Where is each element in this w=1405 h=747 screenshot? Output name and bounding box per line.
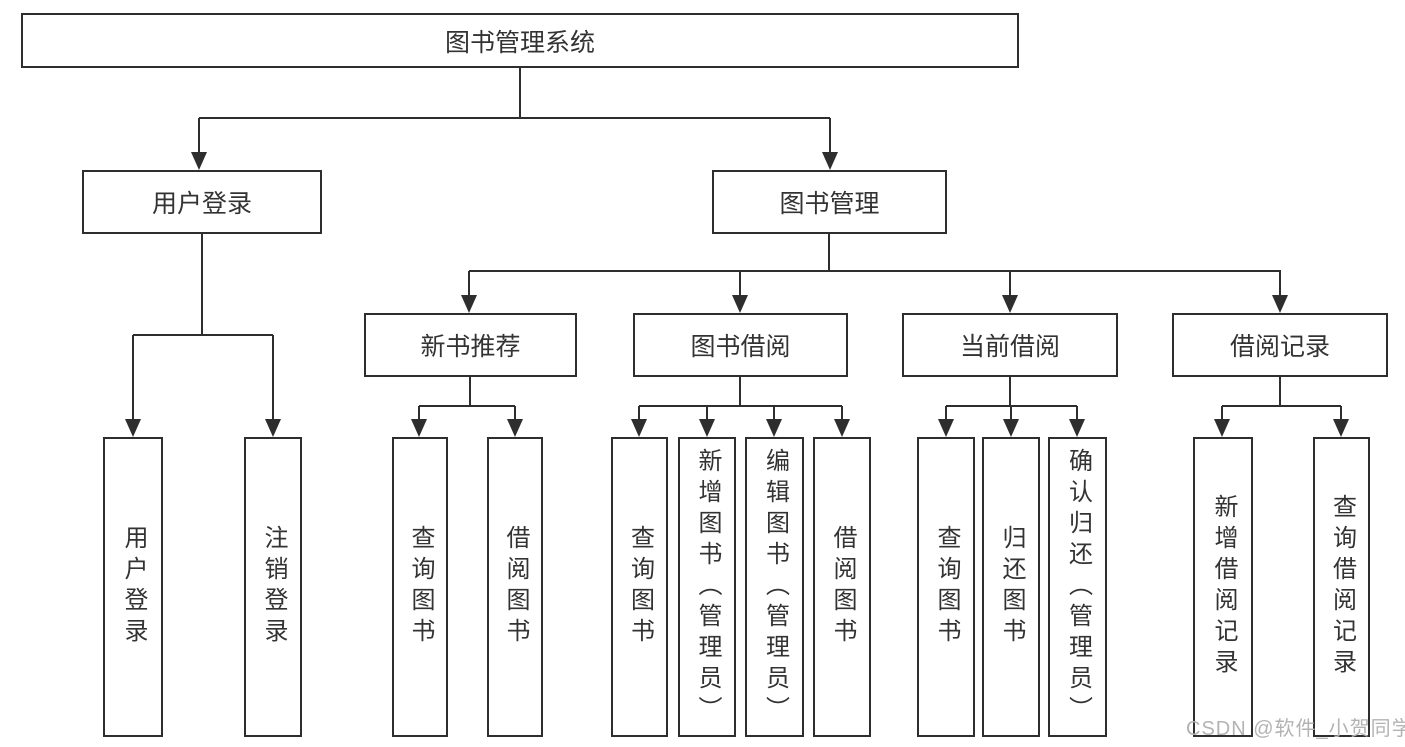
node-label: 图书借阅 bbox=[690, 333, 791, 361]
leaf-borrow-book: 借阅图书 bbox=[813, 437, 871, 737]
leaf-label: 查询图书 bbox=[933, 525, 960, 649]
node-library-system: 图书管理系统 bbox=[21, 13, 1019, 68]
leaf-query-borrow-record: 查询借阅记录 bbox=[1313, 437, 1370, 737]
leaf-label: 新增图书（管理员） bbox=[694, 447, 721, 727]
leaf-label: 编辑图书（管理员） bbox=[761, 447, 789, 727]
leaf-add-book-admin: 新增图书（管理员） bbox=[678, 437, 736, 737]
leaf-label: 查询借阅记录 bbox=[1328, 494, 1356, 680]
node-borrow-records: 借阅记录 bbox=[1172, 313, 1388, 377]
node-new-book-recommend: 新书推荐 bbox=[364, 313, 577, 377]
leaf-borrow-book-recommend: 借阅图书 bbox=[487, 437, 543, 737]
leaf-confirm-return-admin: 确认归还（管理员） bbox=[1048, 437, 1107, 737]
leaf-label: 新增借阅记录 bbox=[1210, 494, 1237, 680]
node-book-borrow: 图书借阅 bbox=[633, 313, 848, 377]
connector-branches bbox=[132, 68, 1342, 423]
node-book-management: 图书管理 bbox=[712, 170, 947, 234]
leaf-label: 查询图书 bbox=[407, 525, 434, 649]
node-label: 图书管理系统 bbox=[444, 28, 595, 57]
leaf-query-book-borrow: 查询图书 bbox=[611, 437, 668, 737]
leaf-user-login: 用户登录 bbox=[103, 437, 163, 737]
leaf-query-book-recommend: 查询图书 bbox=[392, 437, 448, 737]
leaf-label: 归还图书 bbox=[998, 525, 1025, 649]
node-current-borrow: 当前借阅 bbox=[902, 313, 1118, 377]
node-label: 图书管理 bbox=[779, 190, 880, 218]
node-user-login: 用户登录 bbox=[82, 170, 322, 234]
leaf-add-borrow-record: 新增借阅记录 bbox=[1193, 437, 1253, 737]
leaf-label: 注销登录 bbox=[260, 525, 287, 649]
leaf-query-book-current: 查询图书 bbox=[917, 437, 975, 737]
leaf-label: 查询图书 bbox=[626, 525, 654, 649]
node-label: 新书推荐 bbox=[420, 333, 521, 361]
node-label: 用户登录 bbox=[151, 190, 252, 218]
leaf-label: 借阅图书 bbox=[829, 525, 856, 649]
leaf-logout-login: 注销登录 bbox=[244, 437, 302, 737]
leaf-label: 确认归还（管理员） bbox=[1064, 447, 1092, 727]
leaf-return-book: 归还图书 bbox=[982, 437, 1040, 737]
node-label: 当前借阅 bbox=[959, 333, 1060, 361]
leaf-label: 用户登录 bbox=[120, 525, 147, 649]
node-label: 借阅记录 bbox=[1229, 333, 1330, 361]
leaf-label: 借阅图书 bbox=[502, 525, 529, 649]
csdn-watermark: CSDN @软件_小贺同学 bbox=[1186, 718, 1405, 740]
leaf-edit-book-admin: 编辑图书（管理员） bbox=[745, 437, 804, 737]
